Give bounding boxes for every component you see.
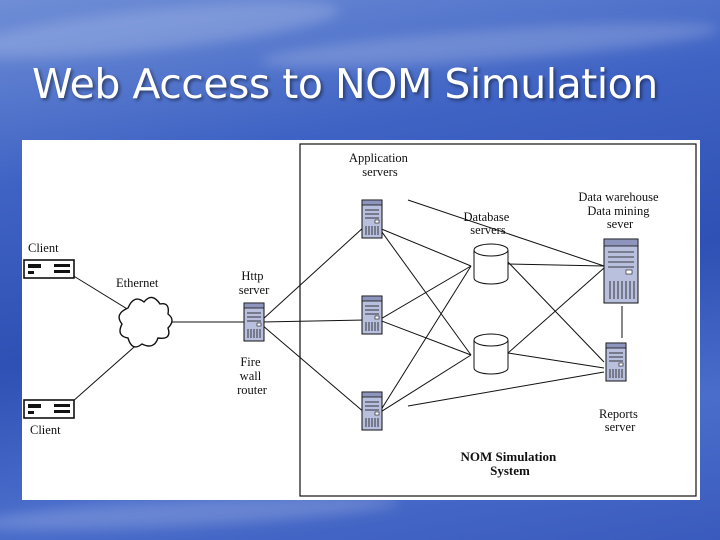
ethernet-label: Ethernet bbox=[116, 276, 159, 290]
database-servers-label-line2: servers bbox=[470, 223, 506, 237]
http-server-label-line2: server bbox=[239, 283, 270, 297]
system-name-label: NOM Simulation System bbox=[461, 449, 560, 478]
server-tower-icon bbox=[605, 342, 627, 382]
client-top-label: Client bbox=[28, 241, 59, 255]
server-tower-icon bbox=[243, 302, 265, 342]
application-server-1-icon bbox=[361, 199, 383, 239]
database-1-icon bbox=[473, 243, 509, 285]
slide-title: Web Access to NOM Simulation bbox=[32, 60, 658, 108]
database-servers-label-line1: Database bbox=[464, 210, 510, 224]
reports-server-label-line2: server bbox=[605, 420, 636, 434]
reports-server-label-line1: Reports bbox=[599, 407, 638, 421]
database-2-icon bbox=[473, 333, 509, 375]
ethernet-cloud: Ethernet bbox=[116, 276, 173, 348]
http-server-label-line1: Http bbox=[241, 269, 263, 283]
network-diagram: Client Client Ethernet Http server Fire … bbox=[22, 140, 700, 500]
client-bottom-label: Client bbox=[30, 423, 61, 437]
system-name-line2: System bbox=[490, 463, 530, 478]
data-warehouse-server: Data warehouse Data mining sever bbox=[578, 190, 661, 304]
application-servers-label: Application servers bbox=[349, 151, 411, 179]
application-servers: Application servers bbox=[349, 151, 411, 431]
diagram-canvas: Client Client Ethernet Http server Fire … bbox=[23, 143, 697, 497]
reports-server-label: Reports server bbox=[599, 407, 641, 434]
desktop-computer-icon bbox=[23, 259, 75, 279]
data-warehouse-label-line3: sever bbox=[607, 217, 634, 231]
connection-lines bbox=[71, 199, 623, 414]
data-warehouse-label-line2: Data mining bbox=[587, 204, 650, 218]
data-warehouse-label: Data warehouse Data mining sever bbox=[578, 190, 661, 231]
http-server-label: Http server bbox=[239, 269, 270, 297]
firewall-label-line1: Fire bbox=[240, 355, 261, 369]
database-servers-label: Database servers bbox=[464, 210, 513, 237]
system-boundary bbox=[299, 143, 697, 497]
application-server-3-icon bbox=[361, 391, 383, 431]
firewall-label-line3: router bbox=[237, 383, 268, 397]
data-warehouse-label-line1: Data warehouse bbox=[578, 190, 659, 204]
application-servers-label-line2: servers bbox=[362, 165, 398, 179]
application-server-2-icon bbox=[361, 295, 383, 335]
client-top: Client bbox=[23, 241, 75, 279]
reports-server: Reports server bbox=[599, 342, 641, 434]
server-tower-icon bbox=[603, 238, 639, 304]
system-name-line1: NOM Simulation bbox=[461, 449, 557, 464]
firewall-label-line2: wall bbox=[240, 369, 262, 383]
database-servers: Database servers bbox=[464, 210, 513, 375]
client-bottom: Client bbox=[23, 399, 75, 437]
desktop-computer-icon bbox=[23, 399, 75, 419]
http-server: Http server Fire wall router bbox=[237, 269, 270, 397]
firewall-label: Fire wall router bbox=[237, 355, 268, 397]
application-servers-label-line1: Application bbox=[349, 151, 409, 165]
cloud-icon bbox=[118, 296, 173, 348]
